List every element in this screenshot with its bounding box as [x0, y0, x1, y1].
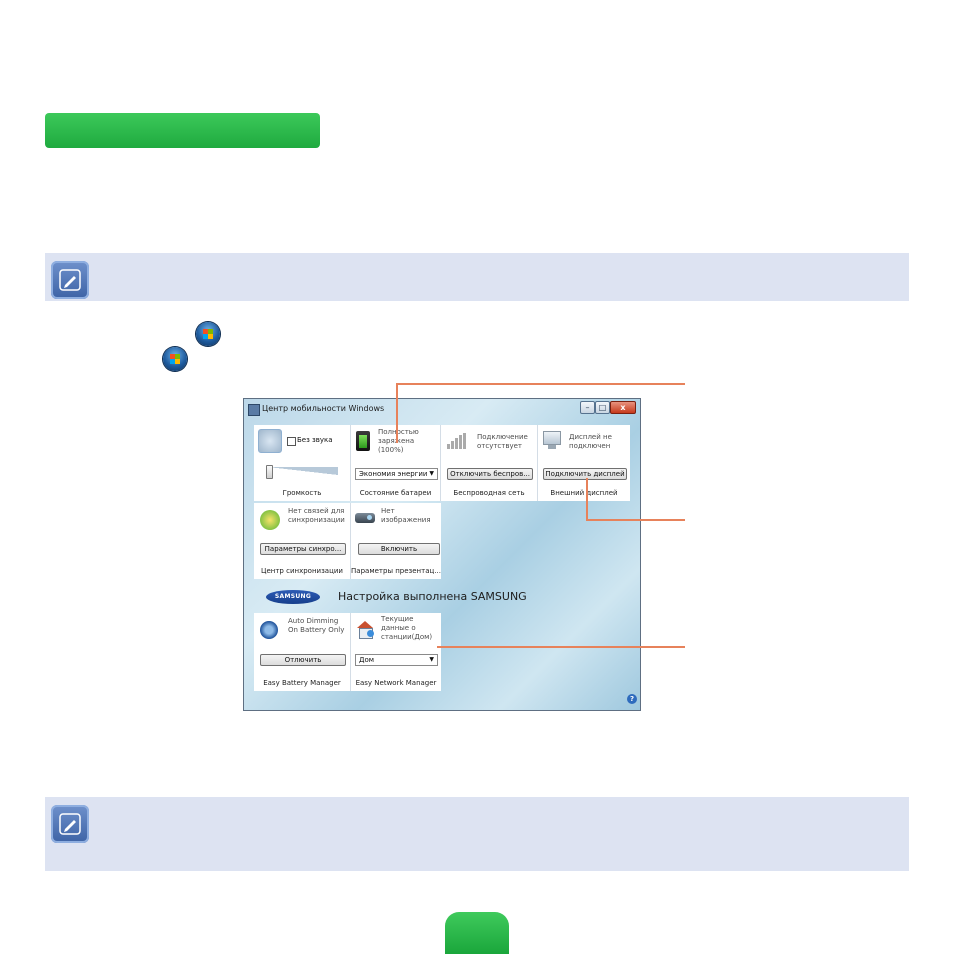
callout-line-battery-horizontal [396, 383, 685, 385]
power-plan-selected: Экономия энергии [359, 470, 428, 478]
volume-slider-thumb[interactable] [266, 465, 273, 479]
network-location-select[interactable]: Дом ▼ [355, 654, 438, 666]
callout-line-display [586, 478, 588, 520]
samsung-caption: Настройка выполнена SAMSUNG [338, 590, 527, 603]
close-button[interactable]: x [610, 401, 636, 414]
note-bar-bottom [45, 797, 909, 871]
callout-line-display-horizontal [586, 519, 685, 521]
callout-line-battery [396, 383, 398, 443]
note-pencil-icon [51, 805, 89, 843]
home-network-icon [355, 621, 375, 639]
tile-network-manager: Текущие данные о станции(Дом) Дом ▼ Easy… [351, 613, 441, 691]
tile-title-wireless: Беспроводная сеть [453, 489, 525, 497]
monitor-icon [543, 431, 561, 449]
window-title: Центр мобильности Windows [262, 404, 385, 413]
note-pencil-icon [51, 261, 89, 299]
battery-icon [356, 431, 370, 451]
tile-title-presentation: Параметры презентац... [351, 567, 441, 575]
disable-auto-dimming-button[interactable]: Отлючить [260, 654, 346, 666]
minimize-button[interactable]: – [580, 401, 595, 414]
tile-title-battery: Состояние батареи [359, 489, 432, 497]
sync-arrows-icon [260, 510, 280, 530]
signal-bars-icon [447, 433, 467, 449]
tile-title-display: Внешний дисплей [550, 489, 618, 497]
projector-icon [355, 513, 375, 523]
network-location-selected: Дом [359, 656, 375, 664]
power-plan-select[interactable]: Экономия энергии ▼ [355, 468, 438, 480]
tile-title-sync: Центр синхронизации [261, 567, 343, 575]
battery-manager-status: Auto Dimming On Battery Only [288, 617, 345, 634]
tile-presentation: Нет изображения Включить Параметры презе… [351, 503, 441, 579]
tile-wireless: Подключение отсутствует Отключить беспро… [441, 425, 538, 501]
display-status: Дисплей не подключен [569, 433, 612, 450]
windows-start-orb-icon [196, 322, 220, 346]
disable-wireless-button[interactable]: Отключить беспров... [447, 468, 533, 480]
samsung-logo: SAMSUNG [266, 590, 320, 604]
sync-settings-button[interactable]: Параметры синхро... [260, 543, 346, 555]
callout-line-network [437, 646, 685, 648]
note-bar-top [45, 253, 909, 301]
connect-display-button[interactable]: Подключить дисплей [543, 468, 627, 480]
mobility-center-icon [248, 404, 260, 416]
presentation-status: Нет изображения [381, 507, 431, 524]
chevron-down-icon: ▼ [429, 656, 434, 663]
battery-status: Полностью заряжена (100%) [378, 428, 419, 454]
page-number-tab [445, 912, 509, 954]
enable-presentation-button[interactable]: Включить [358, 543, 440, 555]
mute-checkbox-label: Без звука [297, 436, 333, 444]
title-bar: Центр мобильности Windows – □ x [244, 399, 640, 421]
mobility-center-window: Центр мобильности Windows – □ x Без звук… [243, 398, 641, 711]
wireless-status: Подключение отсутствует [477, 433, 528, 450]
mute-checkbox[interactable] [287, 437, 296, 446]
sync-status: Нет связей для синхронизации [288, 507, 345, 524]
speaker-icon[interactable] [258, 429, 282, 453]
maximize-button[interactable]: □ [595, 401, 610, 414]
volume-slider-track[interactable] [268, 467, 338, 475]
tile-volume: Без звука Громкость [254, 425, 351, 501]
tile-battery-manager: Auto Dimming On Battery Only Отлючить Ea… [254, 613, 351, 691]
tile-title-battery-manager: Easy Battery Manager [263, 679, 341, 687]
chevron-down-icon: ▼ [429, 470, 434, 477]
tile-title-volume: Громкость [282, 489, 322, 497]
network-manager-status: Текущие данные о станции(Дом) [381, 615, 433, 641]
section-banner [45, 113, 320, 148]
windows-start-orb-icon [163, 347, 187, 371]
tile-sync: Нет связей для синхронизации Параметры с… [254, 503, 351, 579]
help-icon[interactable]: ? [627, 694, 637, 704]
tile-title-network-manager: Easy Network Manager [355, 679, 437, 687]
gear-icon [260, 621, 278, 639]
tile-display: Дисплей не подключен Подключить дисплей … [538, 425, 630, 501]
